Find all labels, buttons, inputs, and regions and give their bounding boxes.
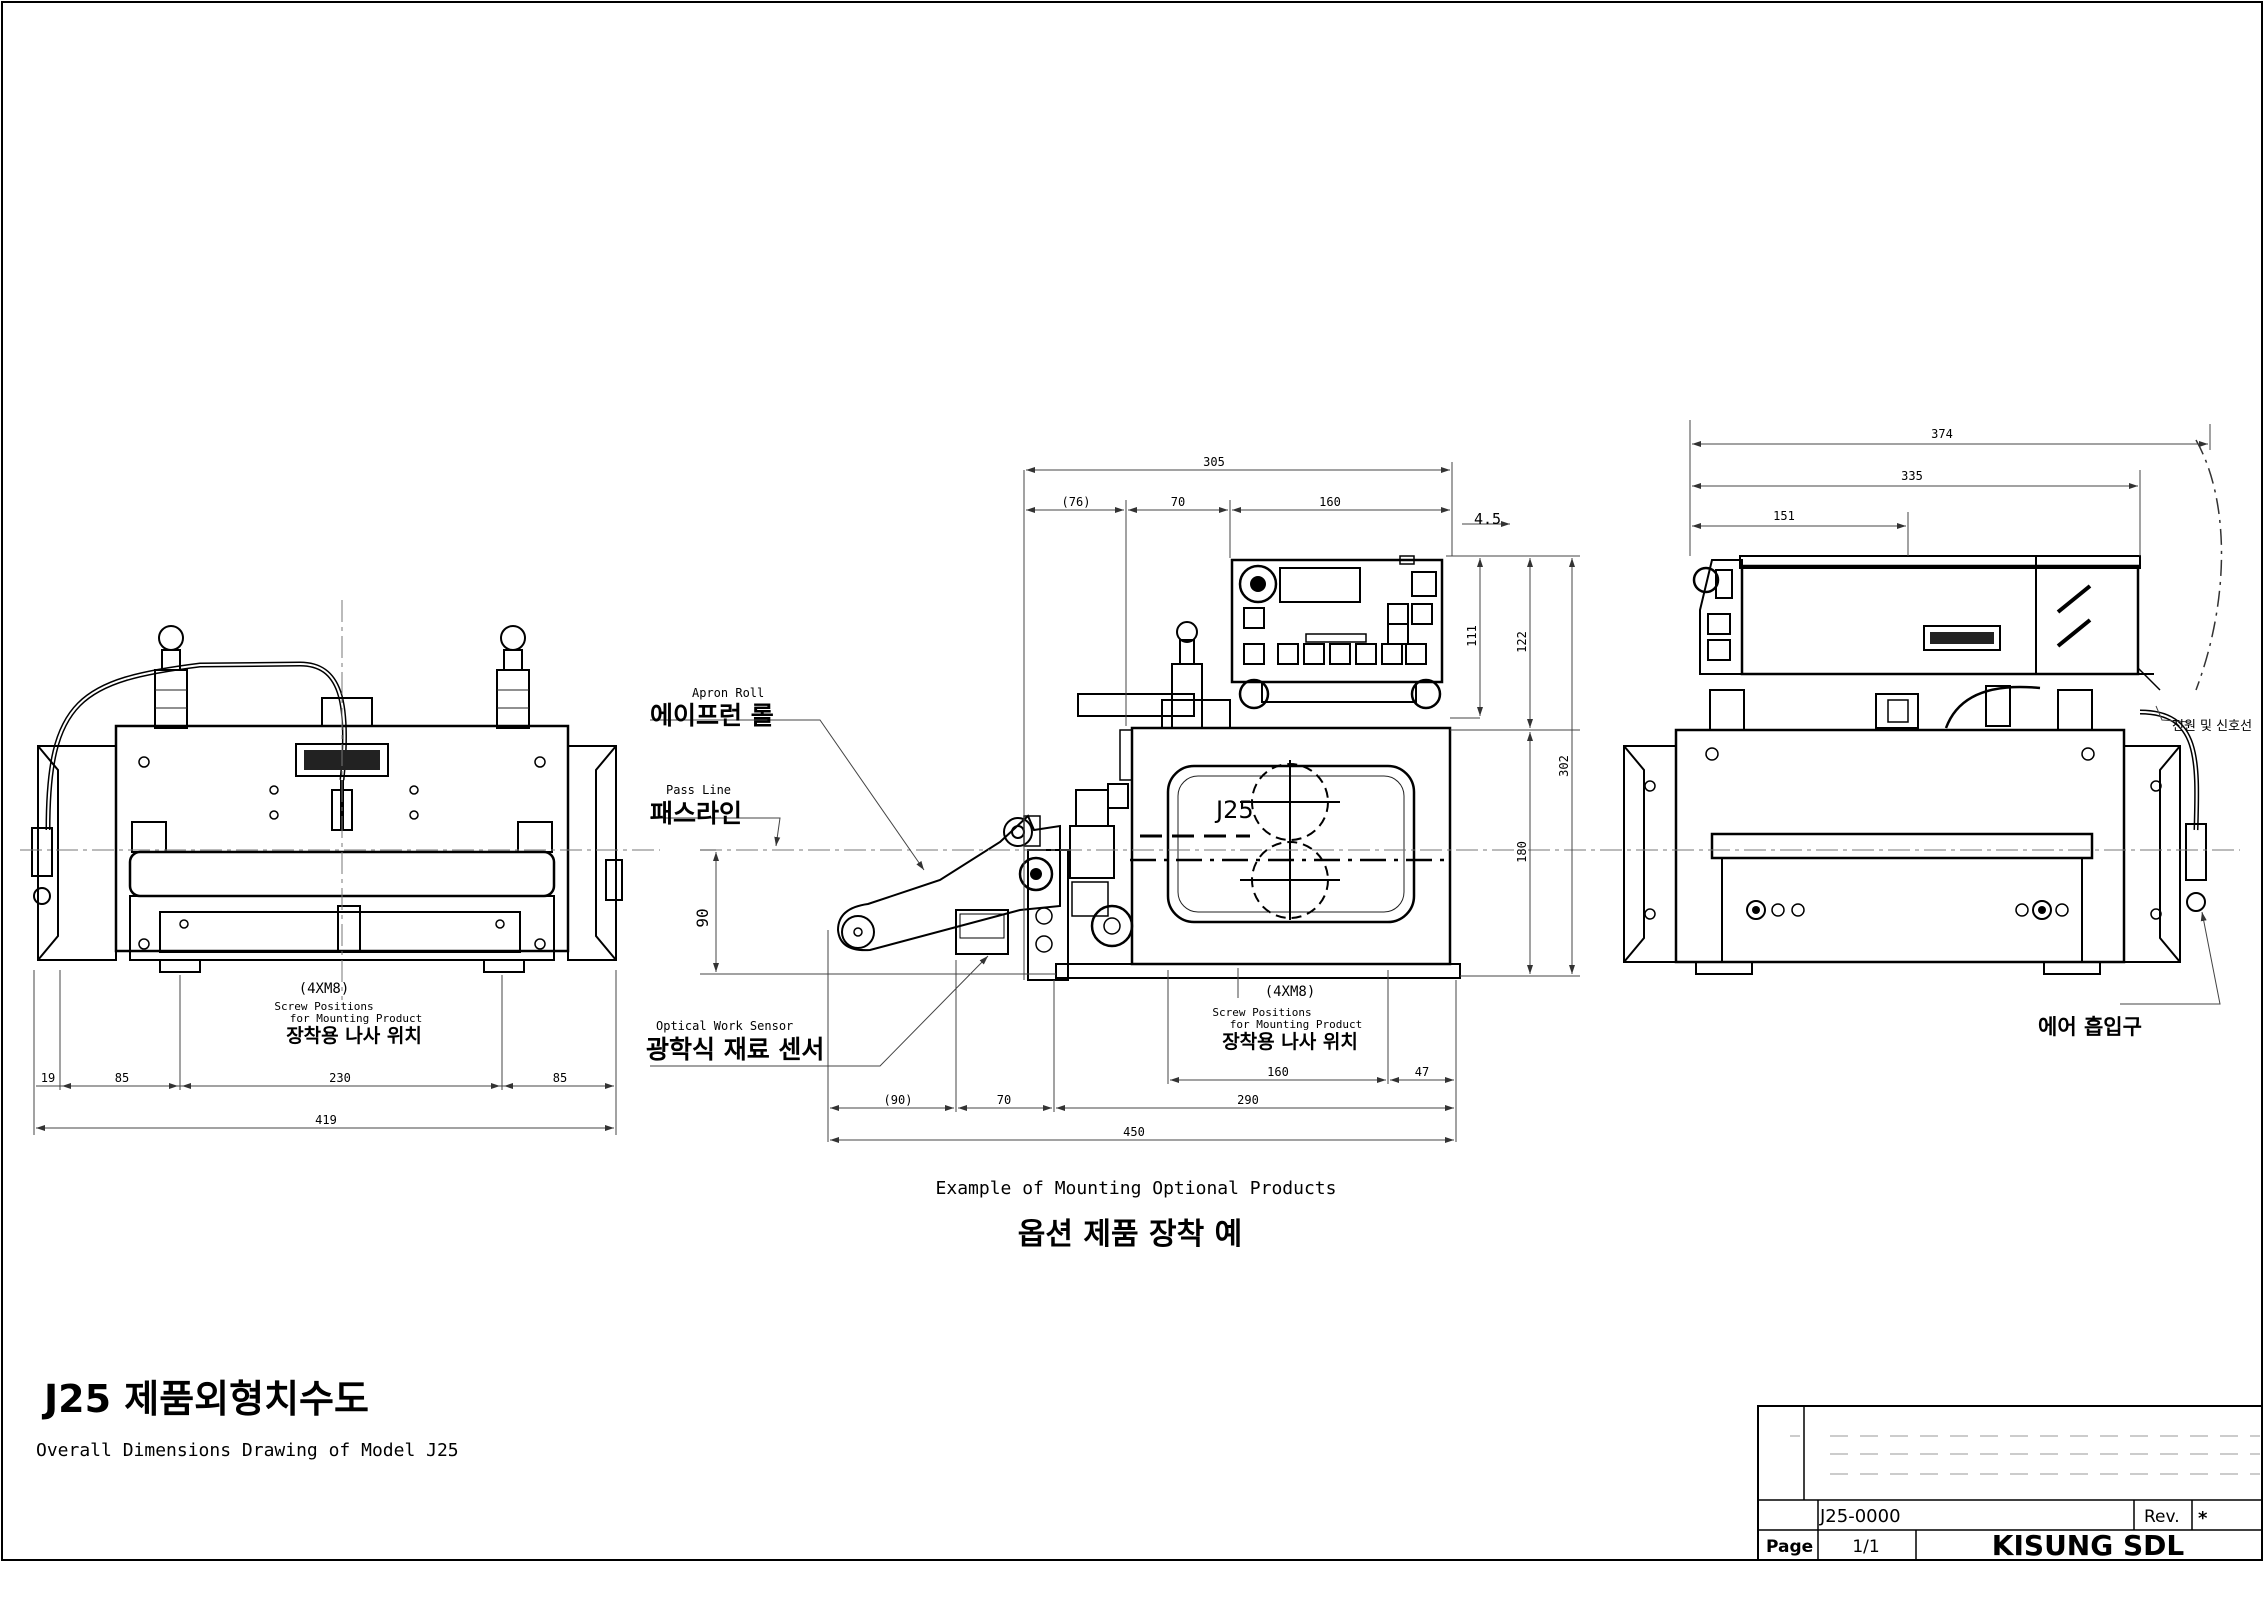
front-dim-85-right: 85 [553, 1071, 567, 1085]
side-dim-76: (76) [1062, 495, 1091, 509]
optical-sensor-en: Optical Work Sensor [656, 1019, 793, 1033]
side-view [650, 462, 1700, 1143]
side-dim-70: 70 [1171, 495, 1185, 509]
rear-dim-151: 151 [1773, 509, 1795, 523]
rear-dim-374: 374 [1931, 427, 1953, 441]
side-dim-70-bottom: 70 [997, 1093, 1011, 1107]
drawing-title-en: Overall Dimensions Drawing of Model J25 [36, 1440, 459, 1461]
side-screw-ko: 장착용 나사 위치 [1222, 1031, 1358, 1053]
side-dim-122: 122 [1515, 631, 1529, 653]
front-screw-spec: (4XM8) [299, 981, 350, 997]
front-dim-85-left: 85 [115, 1071, 129, 1085]
side-dim-47: 47 [1415, 1065, 1429, 1079]
front-screw-en-1: Screw Positions [274, 1000, 373, 1013]
front-cylinder-left [154, 625, 188, 729]
company-name: KISUNG SDL [1992, 1529, 2185, 1562]
side-dim-302: 302 [1557, 755, 1571, 777]
side-dim-180: 180 [1515, 841, 1529, 863]
title-area: J25 제품외형치수도 Overall Dimensions Drawing o… [36, 1377, 459, 1461]
side-screw-spec: (4XM8) [1265, 984, 1316, 1000]
front-view [20, 600, 660, 1135]
side-dim-160: 160 [1319, 495, 1341, 509]
rear-view [1600, 420, 2240, 1005]
pass-line-en: Pass Line [666, 783, 731, 797]
front-cylinder-right [496, 625, 530, 729]
example-caption-en: Example of Mounting Optional Products [936, 1178, 1337, 1199]
sheet-border [1, 1, 2263, 1561]
apron-roll-ko: 에이프런 롤 [650, 701, 774, 730]
front-dim-419: 419 [315, 1113, 337, 1127]
side-dim-290: 290 [1237, 1093, 1259, 1107]
example-caption-ko: 옵션 제품 장착 예 [1018, 1217, 1243, 1252]
pass-line-ko: 패스라인 [650, 799, 742, 828]
front-dimension-labels: 19 85 230 85 419 (4XM8) Screw Positions … [41, 981, 567, 1127]
front-screw-ko: 장착용 나사 위치 [286, 1025, 422, 1047]
drawing-title-ko: J25 제품외형치수도 [41, 1377, 369, 1421]
apron-roll-en: Apron Roll [692, 686, 764, 700]
front-dim-230: 230 [329, 1071, 351, 1085]
drawing-number: J25-0000 [1819, 1506, 1901, 1527]
page-label: Page [1766, 1537, 1813, 1557]
model-plate-label: J25 [1214, 796, 1254, 824]
side-text-labels: J25 305 (76) 70 160 4.5 111 122 302 180 … [646, 455, 1571, 1252]
side-dim-90: 90 [693, 908, 712, 927]
title-block: J25-0000 Rev. * Page 1/1 KISUNG SDL [1757, 1405, 2263, 1562]
side-dim-90-bottom: (90) [884, 1093, 913, 1107]
side-dim-160-bottom: 160 [1267, 1065, 1289, 1079]
rev-label: Rev. [2144, 1507, 2180, 1527]
power-signal-label: 전원 및 신호선 [2172, 719, 2252, 734]
rear-text-labels: 374 335 151 전원 및 신호선 에어 흡입구 [1773, 427, 2252, 1039]
air-inlet-label: 에어 흡입구 [2038, 1015, 2142, 1039]
rear-dim-335: 335 [1901, 469, 1923, 483]
front-dim-19: 19 [41, 1071, 55, 1085]
rev-value: * [2198, 1508, 2208, 1529]
side-dim-305: 305 [1203, 455, 1225, 469]
front-screw-en-2: for Mounting Product [290, 1012, 422, 1025]
side-screw-en-2: for Mounting Product [1230, 1018, 1362, 1031]
optical-sensor-ko: 광학식 재료 센서 [646, 1035, 824, 1064]
side-dim-450: 450 [1123, 1125, 1145, 1139]
side-dim-111: 111 [1465, 625, 1479, 647]
side-screw-en-1: Screw Positions [1212, 1006, 1311, 1019]
side-dim-4-5: 4.5 [1474, 510, 1501, 528]
page-value: 1/1 [1852, 1537, 1879, 1557]
